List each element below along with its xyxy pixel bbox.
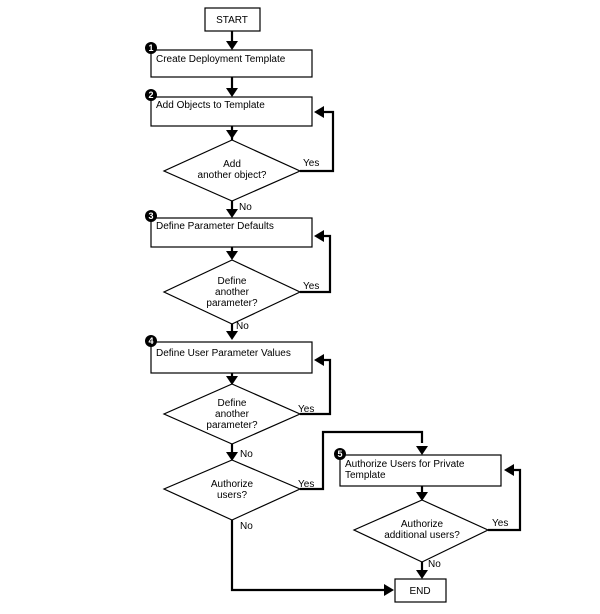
step-3-badge	[145, 210, 157, 222]
connector-decision3-yes-loop	[300, 358, 332, 416]
step-4-label: Define User Parameter Values	[156, 348, 291, 359]
decision-3-yes-label: Yes	[298, 404, 314, 415]
decision-3-line-2: another	[215, 409, 250, 420]
arrowhead	[226, 452, 238, 461]
decision-3-line-1: Define	[218, 398, 247, 409]
decision-2-line-1: Define	[218, 276, 247, 287]
step-3-number: 3	[148, 211, 153, 221]
arrowhead	[416, 446, 428, 455]
connector-decision1-yes-loop	[300, 110, 335, 173]
arrowhead	[384, 584, 394, 596]
step-1-label: Create Deployment Template	[156, 54, 286, 65]
decision-4-no-label: No	[240, 521, 253, 532]
decision-2-line-3: parameter?	[206, 298, 258, 309]
arrowhead	[226, 88, 238, 97]
end-label: END	[409, 586, 430, 597]
step-2-box: Add Objects to Template 2	[145, 89, 313, 127]
step-4-box: Define User Parameter Values 4	[145, 335, 313, 374]
decision-5-line-1: Authorize	[401, 519, 444, 530]
connector-decision2-yes-loop	[300, 234, 332, 294]
decision-4-yes-label: Yes	[298, 479, 314, 490]
connector-decision5-yes-loop	[488, 468, 522, 532]
step-1-badge	[145, 42, 157, 54]
step-5-badge	[334, 448, 346, 460]
decision-4-line-2: users?	[217, 490, 247, 501]
arrowhead	[504, 464, 514, 476]
step-2-label: Add Objects to Template	[156, 100, 265, 111]
end-node: END	[394, 578, 447, 603]
decision-2-yes-label: Yes	[303, 281, 319, 292]
decision-4-diamond: Authorize users?	[162, 459, 302, 521]
step-5-number: 5	[337, 449, 342, 459]
step-3-label: Define Parameter Defaults	[156, 221, 274, 232]
start-node: START	[204, 7, 261, 32]
arrowhead	[226, 331, 238, 340]
decision-3-diamond: Define another parameter?	[162, 383, 302, 445]
arrowheads	[226, 41, 514, 596]
decision-2-diamond: Define another parameter?	[162, 259, 302, 325]
step-1-box: Create Deployment Template 1	[145, 42, 313, 78]
arrowhead	[416, 492, 428, 501]
decision-4-line-1: Authorize	[211, 479, 254, 490]
step-5-label-line-2: Template	[345, 470, 386, 481]
arrowhead	[314, 106, 324, 118]
decision-1-yes-label: Yes	[303, 158, 319, 169]
step-3-box: Define Parameter Defaults 3	[145, 210, 313, 248]
decision-5-line-2: additional users?	[384, 530, 460, 541]
connector-decision4-no-to-end	[230, 520, 385, 592]
decision-3-line-3: parameter?	[206, 420, 258, 431]
arrowhead	[226, 376, 238, 385]
decision-1-line-2: another object?	[198, 170, 267, 181]
step-2-number: 2	[148, 90, 153, 100]
connector-decision4-yes-to-step5	[300, 430, 424, 491]
arrowhead	[416, 570, 428, 579]
decision-3-no-label: No	[240, 449, 253, 460]
arrowhead	[314, 354, 324, 366]
decision-1-line-1: Add	[223, 159, 241, 170]
step-2-badge	[145, 89, 157, 101]
arrowhead	[226, 251, 238, 260]
arrowhead	[226, 130, 238, 139]
decision-5-diamond: Authorize additional users?	[352, 499, 490, 563]
decision-5-no-label: No	[428, 559, 441, 570]
decision-1-no-label: No	[239, 202, 252, 213]
decision-2-no-label: No	[236, 321, 249, 332]
decision-5-yes-label: Yes	[492, 518, 508, 529]
step-4-badge	[145, 335, 157, 347]
arrowhead	[226, 209, 238, 218]
arrowhead	[226, 41, 238, 50]
step-5-box: Authorize Users for Private Template 5	[334, 448, 502, 487]
step-4-number: 4	[148, 336, 153, 346]
step-5-label-line-1: Authorize Users for Private	[345, 459, 465, 470]
decision-1-diamond: Add another object?	[162, 139, 302, 202]
arrowhead	[314, 230, 324, 242]
decision-2-line-2: another	[215, 287, 250, 298]
branch-labels: Yes No Yes No Yes No Yes No Yes No	[236, 158, 508, 570]
start-label: START	[216, 15, 248, 26]
step-1-number: 1	[148, 43, 153, 53]
